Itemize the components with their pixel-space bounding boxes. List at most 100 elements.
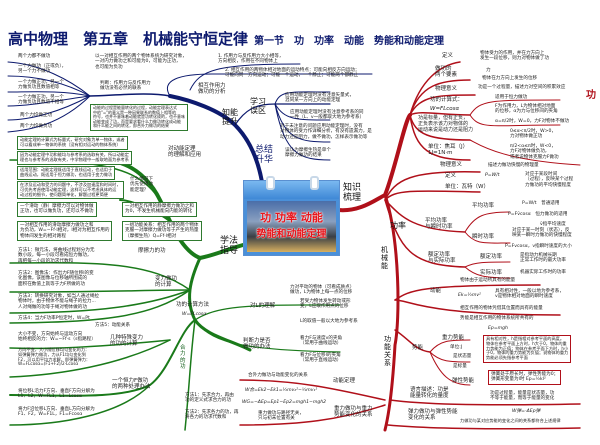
node: 看力F与速度v的夹角 （常用于曲线运动） — [300, 336, 343, 347]
node: 对应于某段时间 （过程），反映某个过程 力做功的平均快慢程度 — [525, 172, 574, 188]
node: 一个力做功（正或负）， 另一个力不做功 — [18, 64, 67, 75]
node: 对动能定理 的理解和应用 — [168, 146, 202, 159]
node: 单位:J — [450, 345, 463, 350]
node: 势能 — [412, 345, 424, 351]
node: 大小不变，方向始终与运动方向 始终相反的力：W=−Ff·s（s指路程） — [18, 332, 96, 343]
branch-mechanical-energy: 机 械 能 — [381, 246, 388, 271]
node: 方向不变，大小随位移均匀变化的力： 如弹簧弹力做功，力从F1均匀变化到 F2，可… — [18, 347, 91, 367]
node: 将位移L沿力F方向、垂直F方向分解为 L1、L2，W=FL1，L1=Lcosα — [18, 389, 95, 400]
node: 定义 — [442, 53, 454, 59]
node: 在涉及运动和受力的问题中，不涉及加速度和时间时， 可优先考虑使用动能定理，这样可… — [17, 181, 124, 200]
node: 方法1：先求合力，再由 功的定义式求合力的功 — [185, 393, 234, 404]
branch-power: 功率 — [390, 221, 406, 230]
node: 物体在力方向上发生的位移 — [482, 76, 538, 81]
node: 方法2：先求各力的功，再 将各力的功求代数和 — [185, 410, 239, 421]
node: P=Fvcosα，v指瞬时速度的大小 — [505, 244, 572, 249]
node: 是指动力机械长期 正常工作时的最大功率 — [520, 253, 566, 264]
node: F为作用力，L为物体相对地面 的位移，α为力与位移间的夹角 — [495, 104, 558, 115]
node: 2. 相互作用的两物体相对地面的运动特点：可能向相反方向运动； 可能向同一方向运… — [225, 68, 360, 79]
node: WG=−ΔEp=Ep1−Ep2=mgh1−mgh2 — [242, 400, 327, 405]
node: 做功的 两个要素 — [435, 66, 458, 79]
node: 额定功率 与实际功率 — [428, 252, 456, 265]
node: 是标量 — [453, 364, 467, 369]
node: v̄指平均速度 — [540, 222, 566, 227]
node: 实际功率 — [480, 270, 503, 276]
node: 功的计算式： — [430, 97, 464, 103]
ring-icon — [266, 176, 275, 190]
node: 弹簧处于原长时，弹性势能为0； 弹簧形变量为l时 Ep=½kl² — [488, 370, 562, 385]
node: 相互作用力 做功的分析 — [198, 83, 226, 96]
branch-work: 功 — [586, 90, 596, 101]
node: 描述力做功快慢的物理量 — [488, 163, 539, 168]
node: 摩擦力的功 — [138, 248, 166, 254]
node: α=π/2时，W=0，力F对物体不做功 — [495, 119, 570, 124]
node: P=W/t — [485, 173, 500, 178]
node: 什么情况下 优先使用动 能定理？ — [130, 177, 153, 193]
node: 适用范围：动能定理既适用于直线运动，也适用于 曲线运动，既适用于恒力做功，也适用… — [17, 166, 116, 180]
node: 两个力均做负功 — [20, 124, 53, 129]
node: 误认为摩擦生热是单个 摩擦力做功的结果 — [285, 148, 331, 159]
node: 看力F与位移l的夹角 （常用于直线运动） — [300, 353, 342, 364]
node: 动能 — [430, 288, 442, 294]
page-title: 高中物理 第五章 机械能守恒定律第一节 功 功率 动能 势能和动能定理 — [8, 30, 444, 51]
node: 物体受力的作用，并在力方向上 发生一段位移，则力对物体做了功 — [480, 51, 549, 62]
node: 单位：瓦特（W） — [445, 184, 489, 190]
node: 动能定理 — [333, 378, 356, 384]
node: 物理意义 — [435, 86, 458, 92]
node: 方法4：当力F功率P恒定时，W=Pt — [18, 316, 90, 321]
title-main: 高中物理 第五章 机械能守恒定律 — [8, 30, 249, 48]
node: 1. 作用力与反作用力大小相等， 方向相反，作用在不同物体上 — [218, 54, 284, 65]
branch-work-energy-relation: 功 能 关 系 — [384, 335, 391, 368]
node: 重力做功与重力 势能变化的关系 — [334, 406, 373, 419]
node: 功是一个过程量，描述力对空间的积累效应 — [478, 85, 566, 90]
node: 机器实际工作时的功率 — [520, 270, 566, 275]
node: 额定功率 — [480, 254, 503, 260]
node: 具有相对性，h是指相对参考平面的高度。 物体在参考平面上方时，h大于0，物体的重… — [483, 335, 572, 364]
node: 适用于恒力做功 — [495, 95, 528, 100]
node: 因为动能定理中功和能均与参考系的选取有关，所以动能定 理也与参考系的选取有关，中… — [17, 151, 132, 165]
central-title-line2: 势能和动能定理 — [256, 229, 327, 240]
node: 物理意义 — [440, 162, 463, 168]
branch-net-work: 合 力 的 功 — [180, 345, 186, 370]
branch-summary: 总结 升华 — [255, 145, 274, 166]
node: 重力做功与路径无关， 只与初末位置有关 — [258, 411, 304, 422]
node: 平均功率 与瞬时功率 — [425, 218, 453, 231]
node: 一个恒力F做功 的两种处理办法 — [112, 378, 151, 391]
node: 两个力都不做功 — [18, 54, 51, 59]
node: 两个力均做正功 — [20, 113, 53, 118]
node: 将力F沿位移L方向、垂直L方向分解为 F1、F2，W=F1L，F1=Fcosα — [18, 407, 95, 418]
node: 力对平动的物体（可看成质点） 做功，L为物体上每一点的位移 — [290, 285, 355, 296]
central-image: 功 功率 动能 势能和动能定理 — [247, 201, 336, 252]
node: 动能的过程是能量转化的过程，动能定理表达式 中的"="的意义是一种因果联系的数值… — [90, 104, 188, 131]
node: 方法1：微元法，将曲线过程划分为无 数小段，每一小段可看成恒力做功， 再把每一小… — [18, 248, 95, 264]
node: 方法3：转换研究对象，如当人通过绳拉 物体时，由于物体不能与绳子的拉力... 人… — [18, 294, 100, 310]
node: W合=Ek2−Ek1=½mv₂²−½mv₁² — [245, 388, 318, 393]
node: 功是过程量，能量是状态量，功 不等于能量，而等于能量的变化 — [490, 391, 555, 402]
branch-improve: 知能 提升 — [222, 108, 238, 127]
node: 应用动能定理时没有注意参考系的同 一性（L、v一般都取大地为参考系） — [290, 110, 365, 121]
node: 方法2：图像法：作出力F随位移l的变 化图像，该图像与位移轴所围成的 面积在数值… — [18, 271, 94, 287]
node: 势能是相互作用的物体系统所共有的 — [460, 316, 534, 321]
central-topic-card: 功 功率 动能 势能和动能定理 — [243, 176, 340, 256]
node: 力做功与某对应势能的变化之间的关系都符合上述规律 — [460, 418, 561, 423]
node: 物体由于运动所具有的能量 — [460, 278, 516, 283]
node: 一组功能关系：相互作用的两个物体 克服一对摩擦力做功等于产生的热量 （摩擦生热）… — [122, 221, 202, 241]
ring-icon — [310, 176, 319, 190]
node: W=FLcosα — [430, 106, 460, 112]
node: 一对相互作用的滑动摩擦力做功之和 为负功，W=−Ff·l相对，l相对为相互作用的… — [17, 221, 113, 241]
node: 判断：作用力与反作用力 做功没有必然的联系 — [100, 81, 151, 92]
node: 几种特殊变力 的功的计算 — [110, 335, 144, 348]
node: 重力势能 — [442, 335, 465, 341]
node: 力 — [486, 68, 491, 73]
node: 应用动能定理时没有注意矢量式， 混同某一方向上的动能定理 — [285, 93, 354, 104]
node: 对L的理解 — [250, 303, 276, 309]
node: W=FLcosα — [182, 312, 207, 317]
node: 功的计算方法 — [176, 302, 210, 308]
central-title-line1: 功 功率 动能 — [260, 211, 323, 224]
node: 一个滑动（静）摩擦力可以对物体做 正功，也可以做负功，还可以不做功 — [17, 202, 97, 217]
node: 一对相互作用的静摩擦力做功之和 为0，不发生机械能向内能的转化 — [122, 202, 197, 217]
branch-knowledge: 知识 梳理 — [343, 183, 362, 204]
branch-mistakes: 学习 误区 — [250, 97, 266, 116]
node: 是状态量 — [453, 354, 472, 359]
node: P=Fv̄cosα 恒力做功的适用 — [508, 212, 568, 217]
